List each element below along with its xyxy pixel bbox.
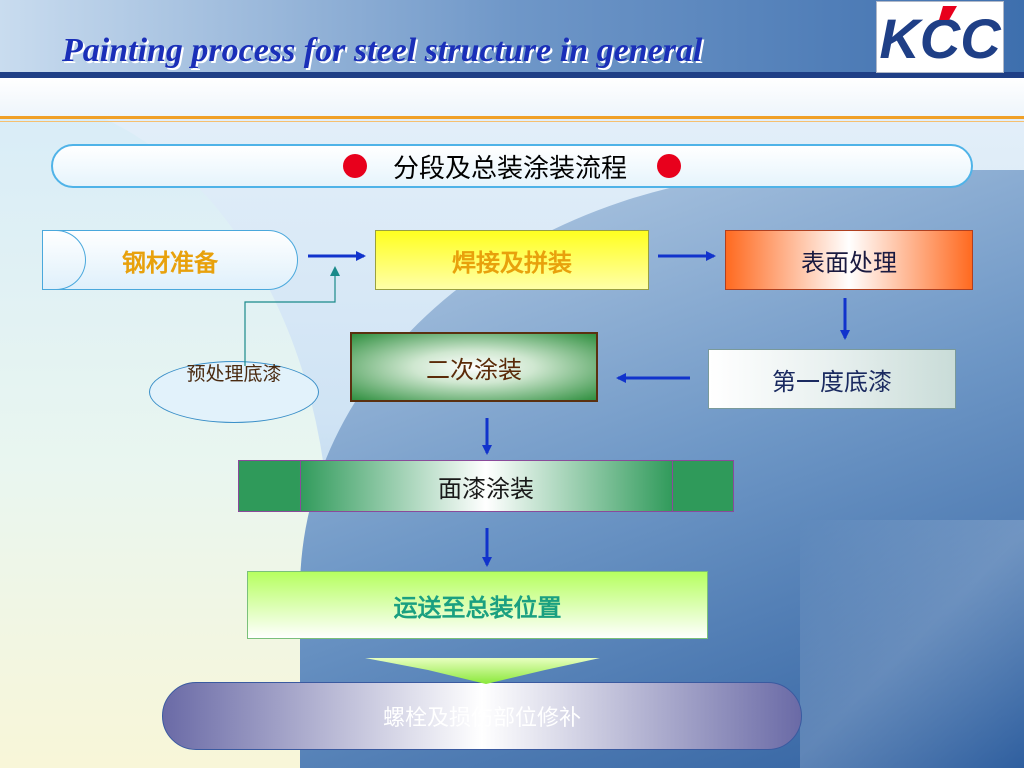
logo-red-accent [939,6,957,20]
header-divider [0,72,1024,78]
header-accent-line [0,116,1024,119]
topcoat-divider-left [300,460,301,512]
step-label: 二次涂装 [426,355,522,384]
kcc-logo: KCC [876,1,1004,73]
banner-title: 分段及总装涂装流程 [392,153,627,184]
step-surface-treatment: 表面处理 [725,230,973,290]
step-topcoat: 面漆涂装 [238,460,734,512]
red-bullet-right-icon [657,154,681,178]
step-label: 螺栓及损伤部位修补 [382,706,581,731]
step-label: 钢材准备 [122,248,218,277]
background-highlight [800,520,1024,768]
step-second-coating: 二次涂装 [350,332,598,402]
side-note-ellipse [149,361,319,423]
arrow-preprimer-branch-icon [244,266,340,366]
step-label: 面漆涂装 [438,474,534,503]
big-down-arrow-icon [365,658,600,684]
side-note-label: 预处理底漆 [186,363,282,385]
step-transport: 运送至总装位置 [247,571,708,639]
step-steel-preparation: 钢材准备 [42,230,298,290]
process-banner: 分段及总装涂装流程 [51,144,973,188]
red-bullet-left-icon [342,154,367,178]
step-label: 运送至总装位置 [393,593,562,622]
step-label: 第一度底漆 [772,367,892,396]
step-first-primer: 第一度底漆 [708,349,956,409]
step-welding-assembly: 焊接及拼装 [375,230,649,290]
header-band [0,0,1024,74]
header-accent-line-thin [0,121,1024,122]
step-bolt-repair: 螺栓及损伤部位修补 [162,682,802,750]
header-subband [0,78,1024,116]
step-label: 表面处理 [801,248,897,277]
step-label: 焊接及拼装 [452,248,572,277]
slide-title: Painting process for steel structure in … [62,32,703,69]
topcoat-divider-right [672,460,673,512]
